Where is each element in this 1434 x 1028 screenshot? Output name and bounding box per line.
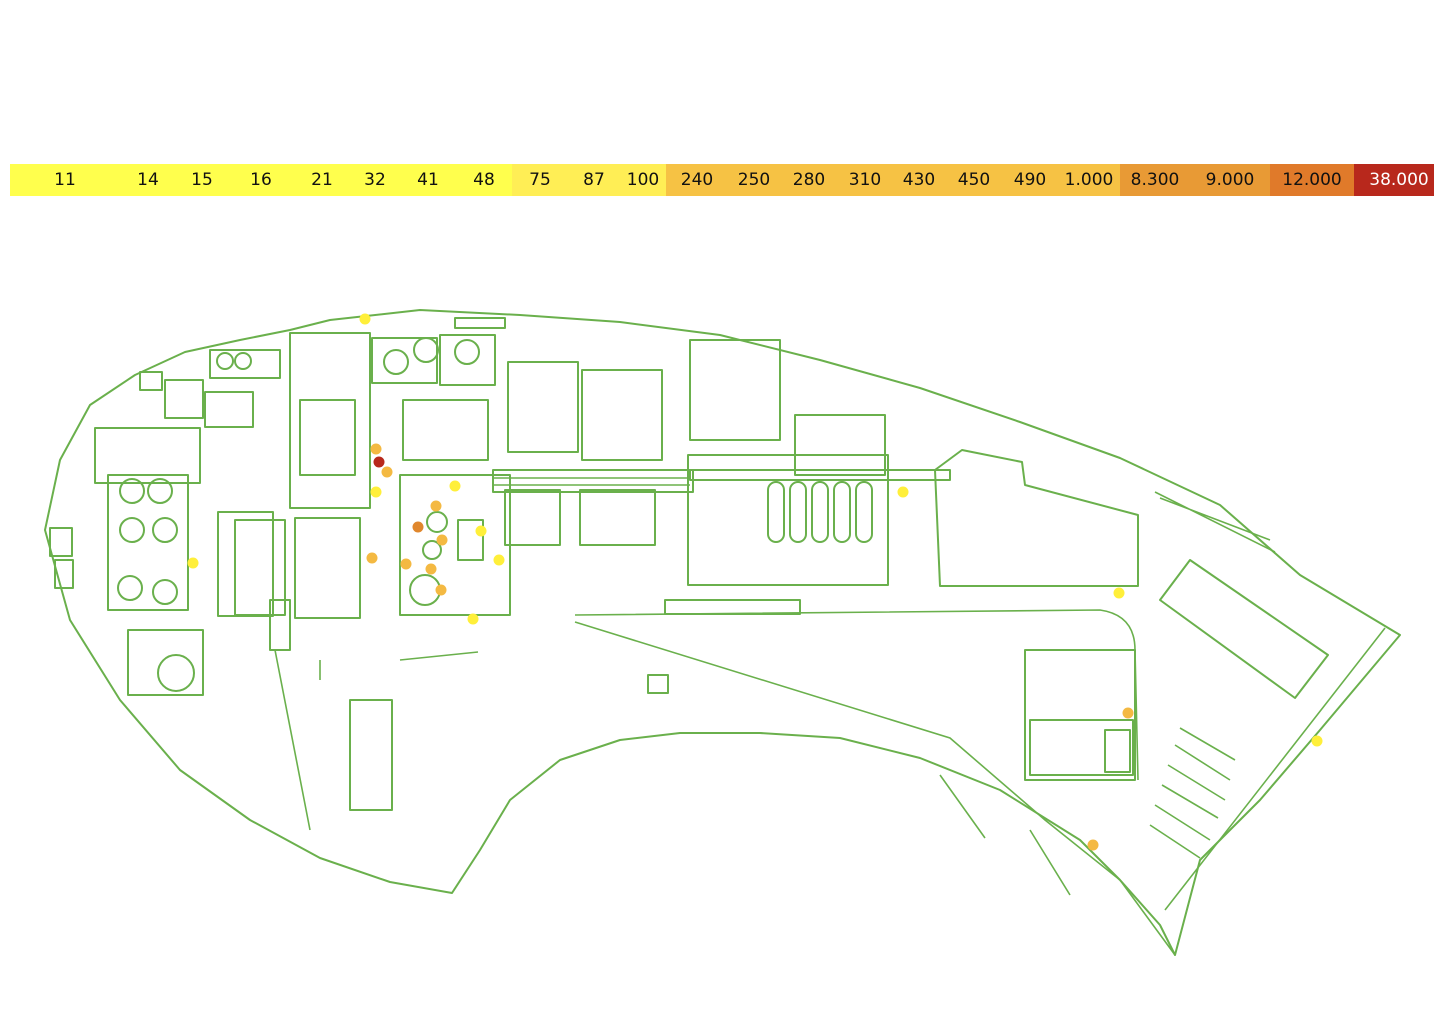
legend-item: 1.000	[1058, 164, 1120, 196]
site-boundary	[44, 309, 1401, 956]
legend-item: 16	[228, 164, 294, 196]
legend-item: 310	[838, 164, 892, 196]
jetty-piers	[1149, 491, 1386, 911]
legend-item: 12.000	[1270, 164, 1354, 196]
legend-item: 87	[568, 164, 620, 196]
legend-item: 41	[400, 164, 456, 196]
sample-point[interactable]	[359, 313, 371, 325]
central-process-area	[217, 317, 663, 651]
sample-point[interactable]	[449, 480, 461, 492]
legend-item: 100	[620, 164, 666, 196]
sample-points	[187, 313, 1323, 851]
legend-item: 75	[512, 164, 568, 196]
legend-item: 280	[780, 164, 838, 196]
sample-point[interactable]	[370, 486, 382, 498]
sample-point[interactable]	[1087, 839, 1099, 851]
legend-item: 250	[728, 164, 780, 196]
legend-item: 15	[176, 164, 228, 196]
storage-vessels	[767, 481, 873, 543]
legend-item: 450	[946, 164, 1002, 196]
sample-point[interactable]	[1122, 707, 1134, 719]
sample-point[interactable]	[430, 500, 442, 512]
sample-point[interactable]	[381, 466, 393, 478]
harbour-road	[574, 621, 1176, 956]
legend-item: 32	[350, 164, 400, 196]
sample-point[interactable]	[435, 584, 447, 596]
sample-point[interactable]	[1311, 735, 1323, 747]
legend-item: 21	[294, 164, 350, 196]
legend-item: 38.000	[1354, 164, 1434, 196]
sample-point[interactable]	[425, 563, 437, 575]
sample-point[interactable]	[412, 521, 424, 533]
legend-item: 240	[666, 164, 728, 196]
south-docks	[274, 599, 1071, 896]
legend-item: 14	[120, 164, 176, 196]
legend-item: 490	[1002, 164, 1058, 196]
pipe-corridor	[492, 339, 951, 586]
sample-point[interactable]	[187, 557, 199, 569]
sample-point[interactable]	[400, 558, 412, 570]
legend-item: 9.000	[1190, 164, 1270, 196]
legend-item: 48	[456, 164, 512, 196]
sample-point[interactable]	[366, 552, 378, 564]
sample-point[interactable]	[436, 534, 448, 546]
harbour-road-edge	[574, 609, 1139, 781]
legend-item: 430	[892, 164, 946, 196]
legend-item: 8.300	[1120, 164, 1190, 196]
sample-point[interactable]	[475, 525, 487, 537]
west-tank-area	[49, 349, 281, 696]
sample-point[interactable]	[493, 554, 505, 566]
sample-point[interactable]	[1113, 587, 1125, 599]
legend-item: 11	[10, 164, 120, 196]
sample-point[interactable]	[467, 613, 479, 625]
sample-point[interactable]	[370, 443, 382, 455]
sample-point[interactable]	[897, 486, 909, 498]
east-warehouse	[934, 449, 1329, 781]
sample-point[interactable]	[373, 456, 385, 468]
